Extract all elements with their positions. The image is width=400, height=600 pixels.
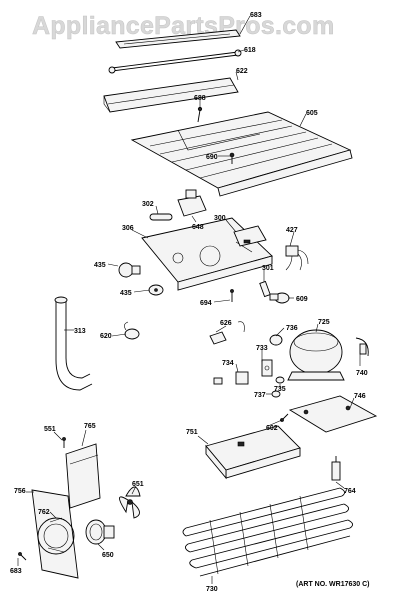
label-740: 740: [356, 370, 368, 377]
clip-602: [280, 413, 289, 422]
label-736: 736: [286, 325, 298, 332]
bracket-764: [331, 456, 341, 481]
screw-688: [197, 106, 203, 123]
label-648: 648: [192, 224, 204, 231]
light-shield-622: [103, 77, 239, 113]
wire-harness-427: [285, 245, 309, 271]
compressor-725: [287, 329, 345, 381]
label-756: 756: [14, 488, 26, 495]
label-737: 737: [254, 392, 266, 399]
label-551: 551: [44, 426, 56, 433]
label-650: 650: [102, 552, 114, 559]
label-302: 302: [142, 201, 154, 208]
grommet-735: [275, 376, 285, 384]
label-313: 313: [74, 328, 86, 335]
label-620: 620: [100, 333, 112, 340]
thermostat-648: [177, 189, 207, 217]
duct-765: [65, 443, 101, 509]
label-683-top: 683: [250, 12, 262, 19]
label-622: 622: [236, 68, 248, 75]
label-688: 688: [194, 95, 206, 102]
label-746: 746: [354, 393, 366, 400]
label-435-b: 435: [120, 290, 132, 297]
label-435-a: 435: [94, 262, 106, 269]
label-602: 602: [266, 425, 278, 432]
cord-734: [213, 371, 249, 385]
label-730: 730: [206, 586, 218, 593]
label-618: 618: [244, 47, 256, 54]
screw-694: [230, 289, 234, 302]
label-605: 605: [306, 110, 318, 117]
art-number: (ART NO. WR17630 C): [296, 581, 370, 588]
label-683-bottom: 683: [10, 568, 22, 575]
label-626: 626: [220, 320, 232, 327]
capacitor-740: [355, 337, 369, 357]
spacer-302: [149, 213, 173, 221]
part-labels: 683 618 622 688 605 690 302 648 306 300 …: [10, 12, 368, 593]
light-bulb-435: [118, 262, 141, 278]
screw-683-bottom: [18, 552, 27, 561]
label-733: 733: [256, 345, 268, 352]
drain-pan-751: [205, 425, 301, 480]
label-301: 301: [262, 265, 274, 272]
knob-609: [269, 292, 290, 304]
evaporator-cover-605: [130, 111, 353, 197]
label-725: 725: [318, 319, 330, 326]
top-cover-bracket-683: [115, 29, 241, 49]
bulb-socket-435: [148, 284, 164, 296]
label-651: 651: [132, 481, 144, 488]
screw-551: [62, 437, 66, 448]
label-765: 765: [84, 423, 96, 430]
fan-motor-650: [85, 519, 115, 545]
start-relay-733: [261, 359, 273, 377]
label-764: 764: [344, 488, 356, 495]
drain-tube-313: [54, 296, 93, 391]
label-751: 751: [186, 429, 198, 436]
label-306: 306: [122, 225, 134, 232]
screw-690: [229, 152, 235, 164]
watermark: AppliancePartsPros.com: [32, 12, 335, 40]
condenser-coil-730: [182, 487, 353, 577]
label-609: 609: [296, 296, 308, 303]
relay-626: [209, 321, 245, 345]
switch-301: [259, 280, 271, 298]
label-735: 735: [274, 386, 286, 393]
mount-762: [47, 517, 65, 553]
label-694: 694: [200, 300, 212, 307]
fitting-620: [124, 321, 140, 340]
fan-blade-651: [119, 486, 141, 519]
label-690: 690: [206, 154, 218, 161]
rod-618: [108, 49, 242, 74]
leader-lines: [17, 15, 361, 584]
overload-736: [269, 334, 283, 346]
base-plate-746: [288, 395, 378, 433]
label-300: 300: [214, 215, 226, 222]
light-socket-300: [233, 225, 267, 247]
label-427: 427: [286, 227, 298, 234]
label-734: 734: [222, 360, 234, 367]
label-762: 762: [38, 509, 50, 516]
fan-shroud-756: [31, 489, 79, 579]
